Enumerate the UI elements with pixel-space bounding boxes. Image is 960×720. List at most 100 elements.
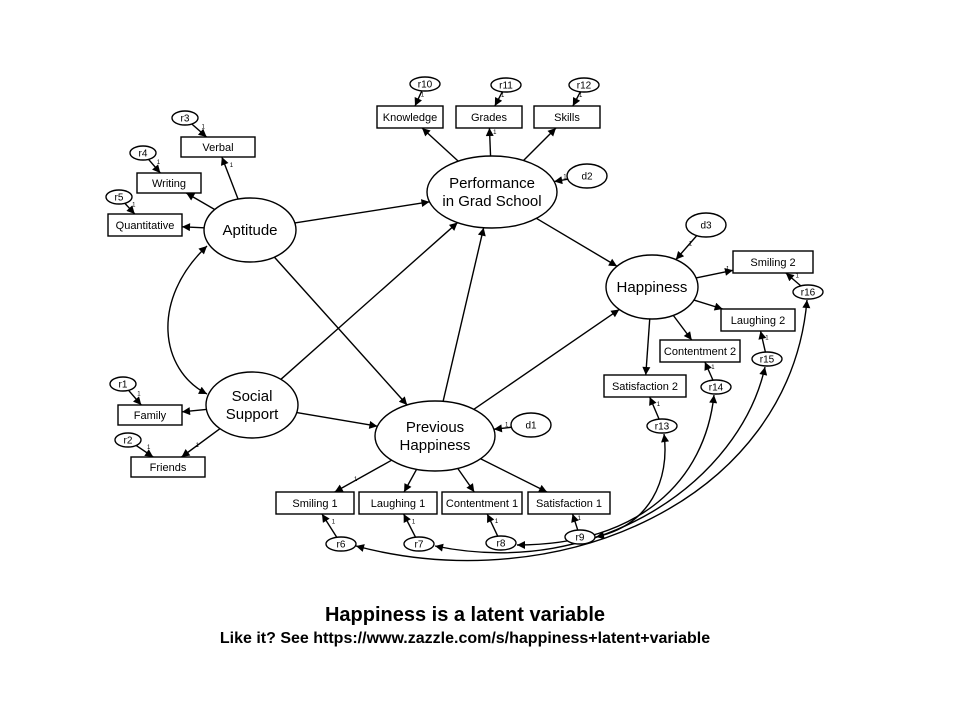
observed-variable-shape	[603, 374, 687, 398]
observed-variable-shape	[441, 491, 523, 515]
error-term-label: r6	[337, 540, 346, 551]
path-happiness-to-satisfaction2	[642, 318, 651, 376]
error-term-shape	[114, 432, 142, 448]
error-term-r9: r9	[564, 529, 596, 545]
latent-variable-shape	[605, 254, 699, 320]
observed-variable-label: Satisfaction 1	[536, 498, 602, 510]
error-term-label: r16	[801, 288, 816, 299]
path-social-to-performance	[280, 222, 459, 380]
error-term-shape	[485, 535, 517, 551]
error-term-label: r9	[576, 533, 585, 544]
fixed-loading-label: 1	[132, 203, 136, 209]
covariance-r7-r15	[434, 366, 768, 554]
observed-variable-shape	[136, 172, 202, 194]
observed-variable-verbal: Verbal	[180, 136, 256, 158]
observed-variable-satisfaction1: Satisfaction 1	[527, 491, 611, 515]
error-term-shape	[403, 536, 435, 552]
error-term-label: d2	[581, 172, 593, 183]
observed-variable-shape	[117, 404, 183, 426]
observed-variable-label: Laughing 1	[371, 498, 425, 510]
path-prevhap-to-smiling1	[334, 459, 392, 493]
error-term-shape	[510, 412, 552, 438]
fixed-loading-label: 1	[657, 402, 661, 408]
observed-variable-shape	[107, 213, 183, 237]
fixed-loading-label: 1	[157, 160, 161, 166]
residual-path-r2	[135, 444, 154, 458]
path-aptitude-to-performance	[294, 199, 430, 224]
path-aptitude-to-prevhap	[273, 256, 408, 406]
observed-variable-shape	[533, 105, 601, 129]
path-happiness-to-contentment2	[672, 314, 693, 341]
latent-variable-label: Social	[232, 388, 273, 405]
error-term-shape	[568, 77, 600, 93]
path-happiness-to-smiling2	[695, 267, 734, 279]
fixed-loading-label: 1	[765, 336, 769, 342]
observed-variable-label: Satisfaction 2	[612, 381, 678, 393]
observed-variable-knowledge: Knowledge	[376, 105, 444, 129]
latent-variable-happiness: Happiness	[605, 254, 699, 320]
error-term-label: r1	[119, 380, 128, 391]
covariance-r9-r13	[595, 433, 669, 540]
error-term-label: r8	[497, 539, 506, 550]
path-prevhap-to-satisfaction1	[480, 458, 548, 493]
observed-variable-laughing2: Laughing 2	[720, 308, 796, 332]
observed-variable-label: Quantitative	[116, 220, 175, 232]
path-performance-to-skills	[522, 127, 557, 162]
latent-variable-label: in Grad School	[442, 193, 541, 210]
error-term-shape	[751, 351, 783, 367]
fixed-loading-label: 1	[196, 443, 200, 449]
observed-variable-label: Smiling 1	[292, 498, 337, 510]
fixed-loading-label: 1	[563, 174, 567, 180]
error-term-shape	[564, 529, 596, 545]
error-term-r13: r13	[646, 418, 678, 434]
error-term-r6: r6	[325, 536, 357, 552]
error-term-r14: r14	[700, 379, 732, 395]
observed-variable-label: Laughing 2	[731, 315, 785, 327]
error-term-shape	[129, 145, 157, 161]
observed-variable-label: Verbal	[202, 142, 233, 154]
residual-path-r4	[147, 158, 161, 174]
error-term-r2: r2	[114, 432, 142, 448]
observed-variable-skills: Skills	[533, 105, 601, 129]
error-term-shape	[409, 76, 441, 92]
observed-variable-shape	[180, 136, 256, 158]
observed-variable-smiling2: Smiling 2	[732, 250, 814, 274]
residual-path-r3	[191, 123, 208, 138]
error-term-r8: r8	[485, 535, 517, 551]
residual-path-r1	[127, 389, 142, 406]
fixed-loading-label: 1	[689, 242, 693, 248]
error-term-shape	[700, 379, 732, 395]
residual-path-r11	[494, 91, 504, 107]
fixed-loading-label: 1	[421, 92, 425, 98]
path-happiness-to-laughing2	[693, 299, 723, 311]
error-term-label: r15	[760, 355, 775, 366]
latent-variable-label: Performance	[449, 175, 535, 192]
fixed-loading-label: 1	[332, 520, 336, 526]
observed-variable-satisfaction2: Satisfaction 2	[603, 374, 687, 398]
fixed-loading-label: 1	[577, 516, 581, 522]
fixed-loading-label: 1	[711, 365, 715, 371]
fixed-loading-label: 1	[493, 130, 497, 136]
error-term-label: r11	[499, 81, 513, 92]
error-term-shape	[792, 284, 824, 300]
latent-variable-label: Happiness	[617, 279, 688, 296]
fixed-loading-label: 1	[230, 163, 234, 169]
fixed-loading-label: 1	[412, 520, 416, 526]
observed-variable-family: Family	[117, 404, 183, 426]
residual-path-d1	[493, 424, 512, 433]
fixed-loading-label: 1	[495, 519, 499, 525]
path-prevhap-to-performance	[442, 227, 486, 402]
covariance-r6-r16	[355, 299, 811, 562]
latent-variable-shape	[426, 155, 558, 229]
path-prevhap-to-laughing1	[403, 468, 418, 493]
error-term-r1: r1	[109, 376, 137, 392]
observed-variable-label: Grades	[471, 112, 508, 124]
observed-variable-label: Skills	[554, 112, 580, 124]
path-social-to-friends	[181, 428, 221, 458]
error-term-d1: d1	[510, 412, 552, 438]
observed-variable-shape	[720, 308, 796, 332]
error-term-label: r4	[139, 149, 148, 160]
error-term-shape	[685, 212, 727, 238]
